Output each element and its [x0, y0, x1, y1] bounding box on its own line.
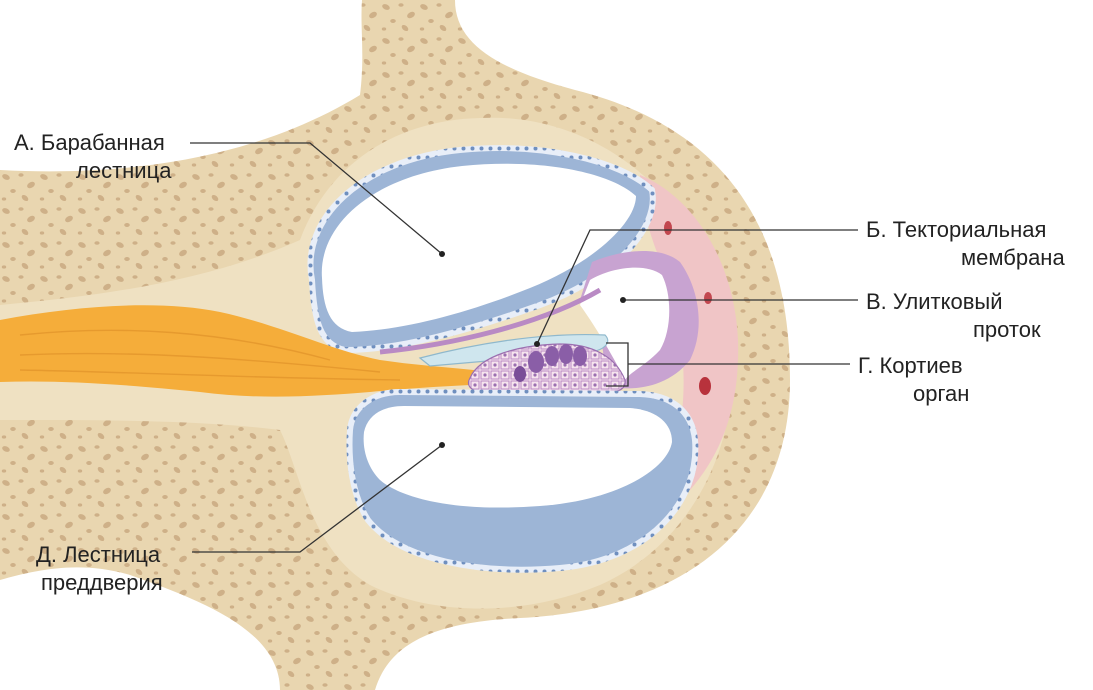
leader-line-g: [606, 342, 850, 387]
label-scala-vestibuli: Д. Лестница преддверия: [36, 541, 163, 597]
label-b-line2: мембрана: [961, 245, 1065, 270]
leader-lines: [190, 142, 858, 553]
leader-line-a: [190, 142, 443, 255]
label-g-line2: орган: [913, 381, 970, 406]
scala-vestibuli-lumen: [363, 406, 672, 508]
label-a-line2: лестница: [76, 158, 172, 183]
vessel-3: [699, 377, 711, 395]
vessel-1: [664, 221, 672, 235]
label-d-line2: преддверия: [41, 570, 163, 595]
leader-line-b: [536, 229, 858, 345]
label-v-line1: В. Улитковый: [866, 289, 1003, 314]
hair-cells: [514, 344, 587, 382]
cochlear-duct-lumen: [580, 267, 670, 380]
label-b-line1: Б. Текториальная: [866, 217, 1047, 242]
label-a-line1: А. Барабанная: [14, 130, 165, 155]
leader-dots: [439, 251, 626, 448]
reissner-membrane: [379, 287, 602, 355]
leader-line-d: [192, 444, 443, 553]
label-g-line1: Г. Кортиев: [858, 353, 963, 378]
label-v-line2: проток: [973, 317, 1041, 342]
nerve-fibers: [19, 329, 401, 381]
label-cochlear-duct: В. Улитковый проток: [866, 288, 1041, 344]
cochlear-nerve: [0, 305, 490, 397]
vessel-2: [704, 292, 712, 304]
label-tectorial-membrane: Б. Текториальная мембрана: [866, 216, 1065, 272]
label-scala-tympani: А. Барабанная лестница: [14, 129, 171, 185]
label-d-line1: Д. Лестница: [36, 542, 161, 567]
scala-tympani-lumen: [321, 163, 636, 332]
label-organ-of-corti: Г. Кортиев орган: [858, 352, 969, 408]
